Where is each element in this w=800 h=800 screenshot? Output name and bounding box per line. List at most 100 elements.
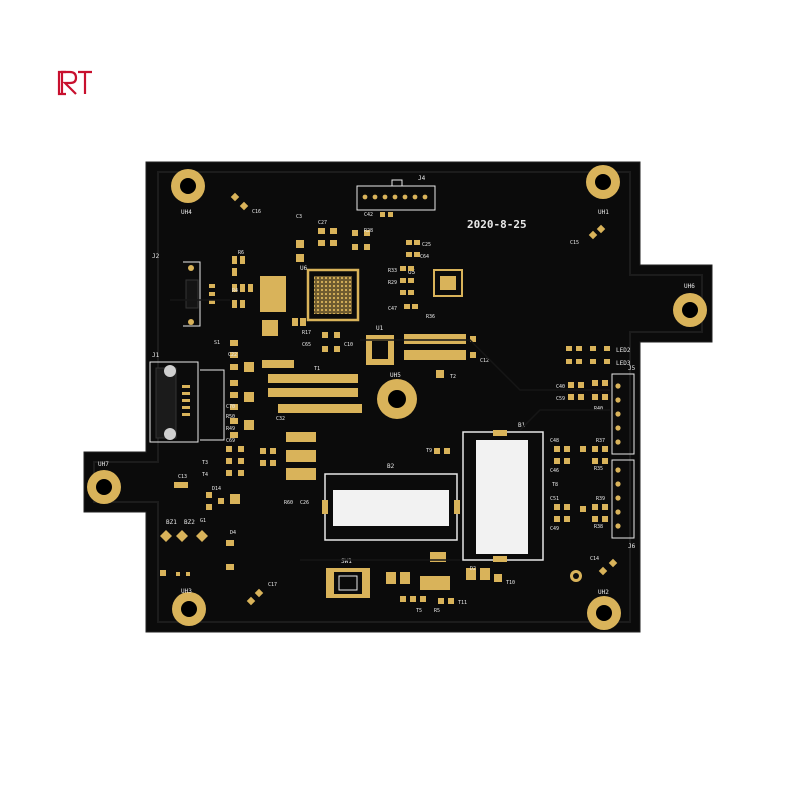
label-r36: R36 [426, 314, 435, 320]
mount-hole-center [377, 379, 417, 419]
label-c70: C70 [226, 404, 235, 410]
label-c42: C42 [364, 212, 373, 218]
label-c17: C17 [268, 582, 277, 588]
label-r33: R33 [388, 268, 397, 274]
ic-u5 [433, 269, 463, 297]
label-t11: T11 [458, 600, 467, 606]
connector-j1 [149, 361, 225, 443]
label-c25: C25 [422, 242, 431, 248]
label-t4: T4 [202, 472, 208, 478]
label-r60: R60 [284, 500, 293, 506]
passive-pads [174, 192, 618, 606]
label-t8: T8 [552, 482, 558, 488]
label-j2: J2 [152, 253, 160, 260]
label-c47: C47 [388, 306, 397, 312]
silkscreen-labels: C16 C15 C42 C27 R28 C25 C64 R33 R29 R36 … [178, 209, 605, 614]
label-c49: C49 [550, 526, 559, 532]
label-c32: C32 [276, 416, 285, 422]
label-t1: T1 [314, 366, 320, 372]
date-code: 2020-8-25 [467, 218, 527, 231]
label-c27: C27 [318, 220, 327, 226]
label-d4: D4 [230, 530, 236, 536]
label-r39: R39 [596, 496, 605, 502]
mount-hole-lr [587, 596, 621, 630]
label-u1: U1 [376, 325, 384, 332]
label-c26: C26 [300, 500, 309, 506]
label-j6: J6 [628, 543, 636, 550]
label-c51: C51 [550, 496, 559, 502]
label-c3: C3 [296, 214, 302, 220]
brand-logo [54, 66, 96, 100]
label-d2: D2 [470, 566, 476, 572]
mount-hole-ul [171, 169, 205, 203]
label-u6: U6 [300, 265, 308, 272]
label-uh1: UH1 [598, 209, 609, 216]
label-c64: C64 [420, 254, 429, 260]
label-s1: S1 [214, 340, 220, 346]
label-led3: LED3 [616, 360, 631, 367]
label-r50: R50 [226, 414, 235, 420]
label-d14: D14 [212, 486, 221, 492]
ic-u6 [306, 268, 360, 322]
label-t10: T10 [506, 580, 515, 586]
label-b1: B1 [518, 422, 526, 429]
label-c48: C48 [550, 438, 559, 444]
label-g1: G1 [200, 518, 206, 524]
label-c13: C13 [178, 474, 187, 480]
label-sw1: SW1 [341, 558, 352, 565]
label-b2: B2 [387, 463, 395, 470]
battery-b2 [322, 473, 460, 541]
label-t2: T2 [450, 374, 456, 380]
label-c16: C16 [252, 209, 261, 215]
label-bz1: BZ1 [166, 519, 177, 526]
label-r37: R37 [596, 438, 605, 444]
label-t3: T3 [202, 460, 208, 466]
label-t5: T5 [416, 608, 422, 614]
connector-j2 [183, 261, 215, 327]
battery-b1 [462, 430, 544, 562]
label-uh7: UH7 [98, 461, 109, 468]
label-c15: C15 [570, 240, 579, 246]
label-uh3: UH3 [181, 588, 192, 595]
label-c59: C59 [556, 396, 565, 402]
label-j5: J5 [628, 365, 636, 372]
connector-j5 [611, 373, 635, 455]
label-c69: C69 [226, 438, 235, 444]
label-r40: R40 [594, 406, 603, 412]
label-r49: R49 [226, 426, 235, 432]
connector-j4 [356, 179, 436, 211]
label-bz2: BZ2 [184, 519, 195, 526]
label-c10: C10 [344, 342, 353, 348]
buzzer-pads [160, 530, 208, 576]
brand-logo-graphic [57, 70, 92, 96]
label-uh2: UH2 [598, 589, 609, 596]
label-uh4: UH4 [181, 209, 192, 216]
label-r28: R28 [364, 228, 373, 234]
label-r6: R6 [238, 250, 244, 256]
label-u5: U5 [408, 269, 416, 276]
label-c46: C46 [550, 468, 559, 474]
label-c22: C22 [228, 352, 237, 358]
label-j1: J1 [152, 352, 160, 359]
label-j4: J4 [418, 175, 426, 182]
label-t9: T9 [426, 448, 432, 454]
led-pads [566, 346, 610, 364]
label-r17: R17 [302, 330, 311, 336]
label-c65: C65 [302, 342, 311, 348]
connector-j6 [611, 459, 635, 539]
power-pad-cluster [260, 276, 286, 336]
label-uh5: UH5 [390, 372, 401, 379]
mount-hole-right-tab [673, 293, 707, 327]
label-r5: R5 [434, 608, 440, 614]
label-c40: C40 [556, 384, 565, 390]
label-r35: R35 [594, 466, 603, 472]
label-r4: R4 [232, 288, 238, 294]
mount-hole-left-tab [87, 470, 121, 504]
label-uh6: UH6 [684, 283, 695, 290]
label-led2: LED2 [616, 347, 631, 354]
label-c14: C14 [590, 556, 599, 562]
switch-sw1 [326, 568, 370, 598]
mount-hole-ur [586, 165, 620, 199]
copper-traces [170, 299, 610, 561]
